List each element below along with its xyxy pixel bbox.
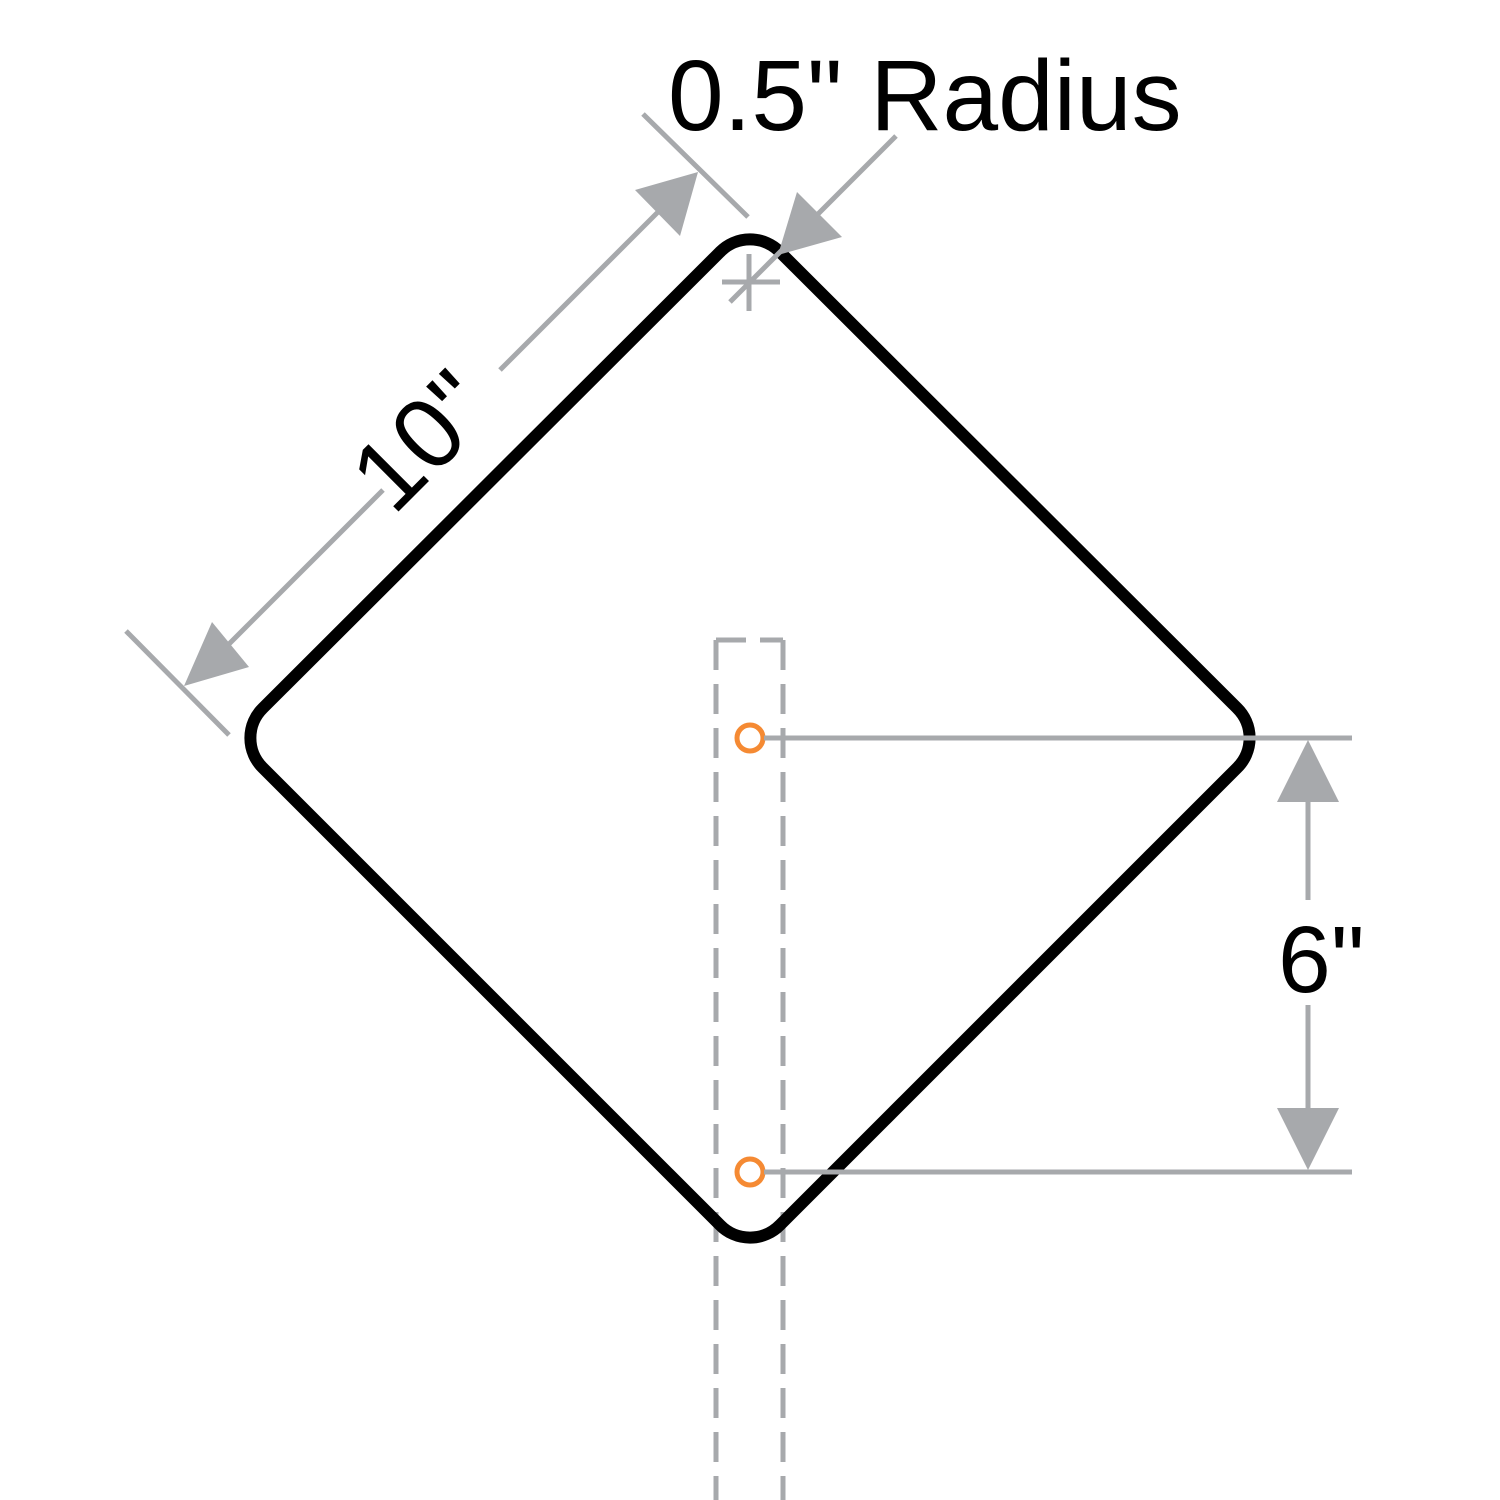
- hole-spacing-label: 6": [1278, 907, 1365, 1013]
- radius-label: 0.5" Radius: [668, 40, 1182, 152]
- arrowhead-icon: [184, 622, 249, 686]
- arrowhead-icon: [1277, 740, 1339, 802]
- diamond-sign-outline: [244, 233, 1256, 1244]
- mounting-hole-bottom: [734, 1156, 766, 1188]
- side-dimension: [124, 112, 750, 737]
- arrowhead-icon: [778, 192, 842, 255]
- radius-callout: [722, 134, 898, 311]
- arrowhead-icon: [1277, 1108, 1339, 1170]
- post-outline: [713, 637, 786, 1500]
- arrowhead-icon: [635, 172, 698, 236]
- side-length-label: 10": [329, 349, 512, 532]
- mounting-hole-top: [734, 722, 766, 754]
- hole-spacing-dimension: [764, 735, 1352, 1175]
